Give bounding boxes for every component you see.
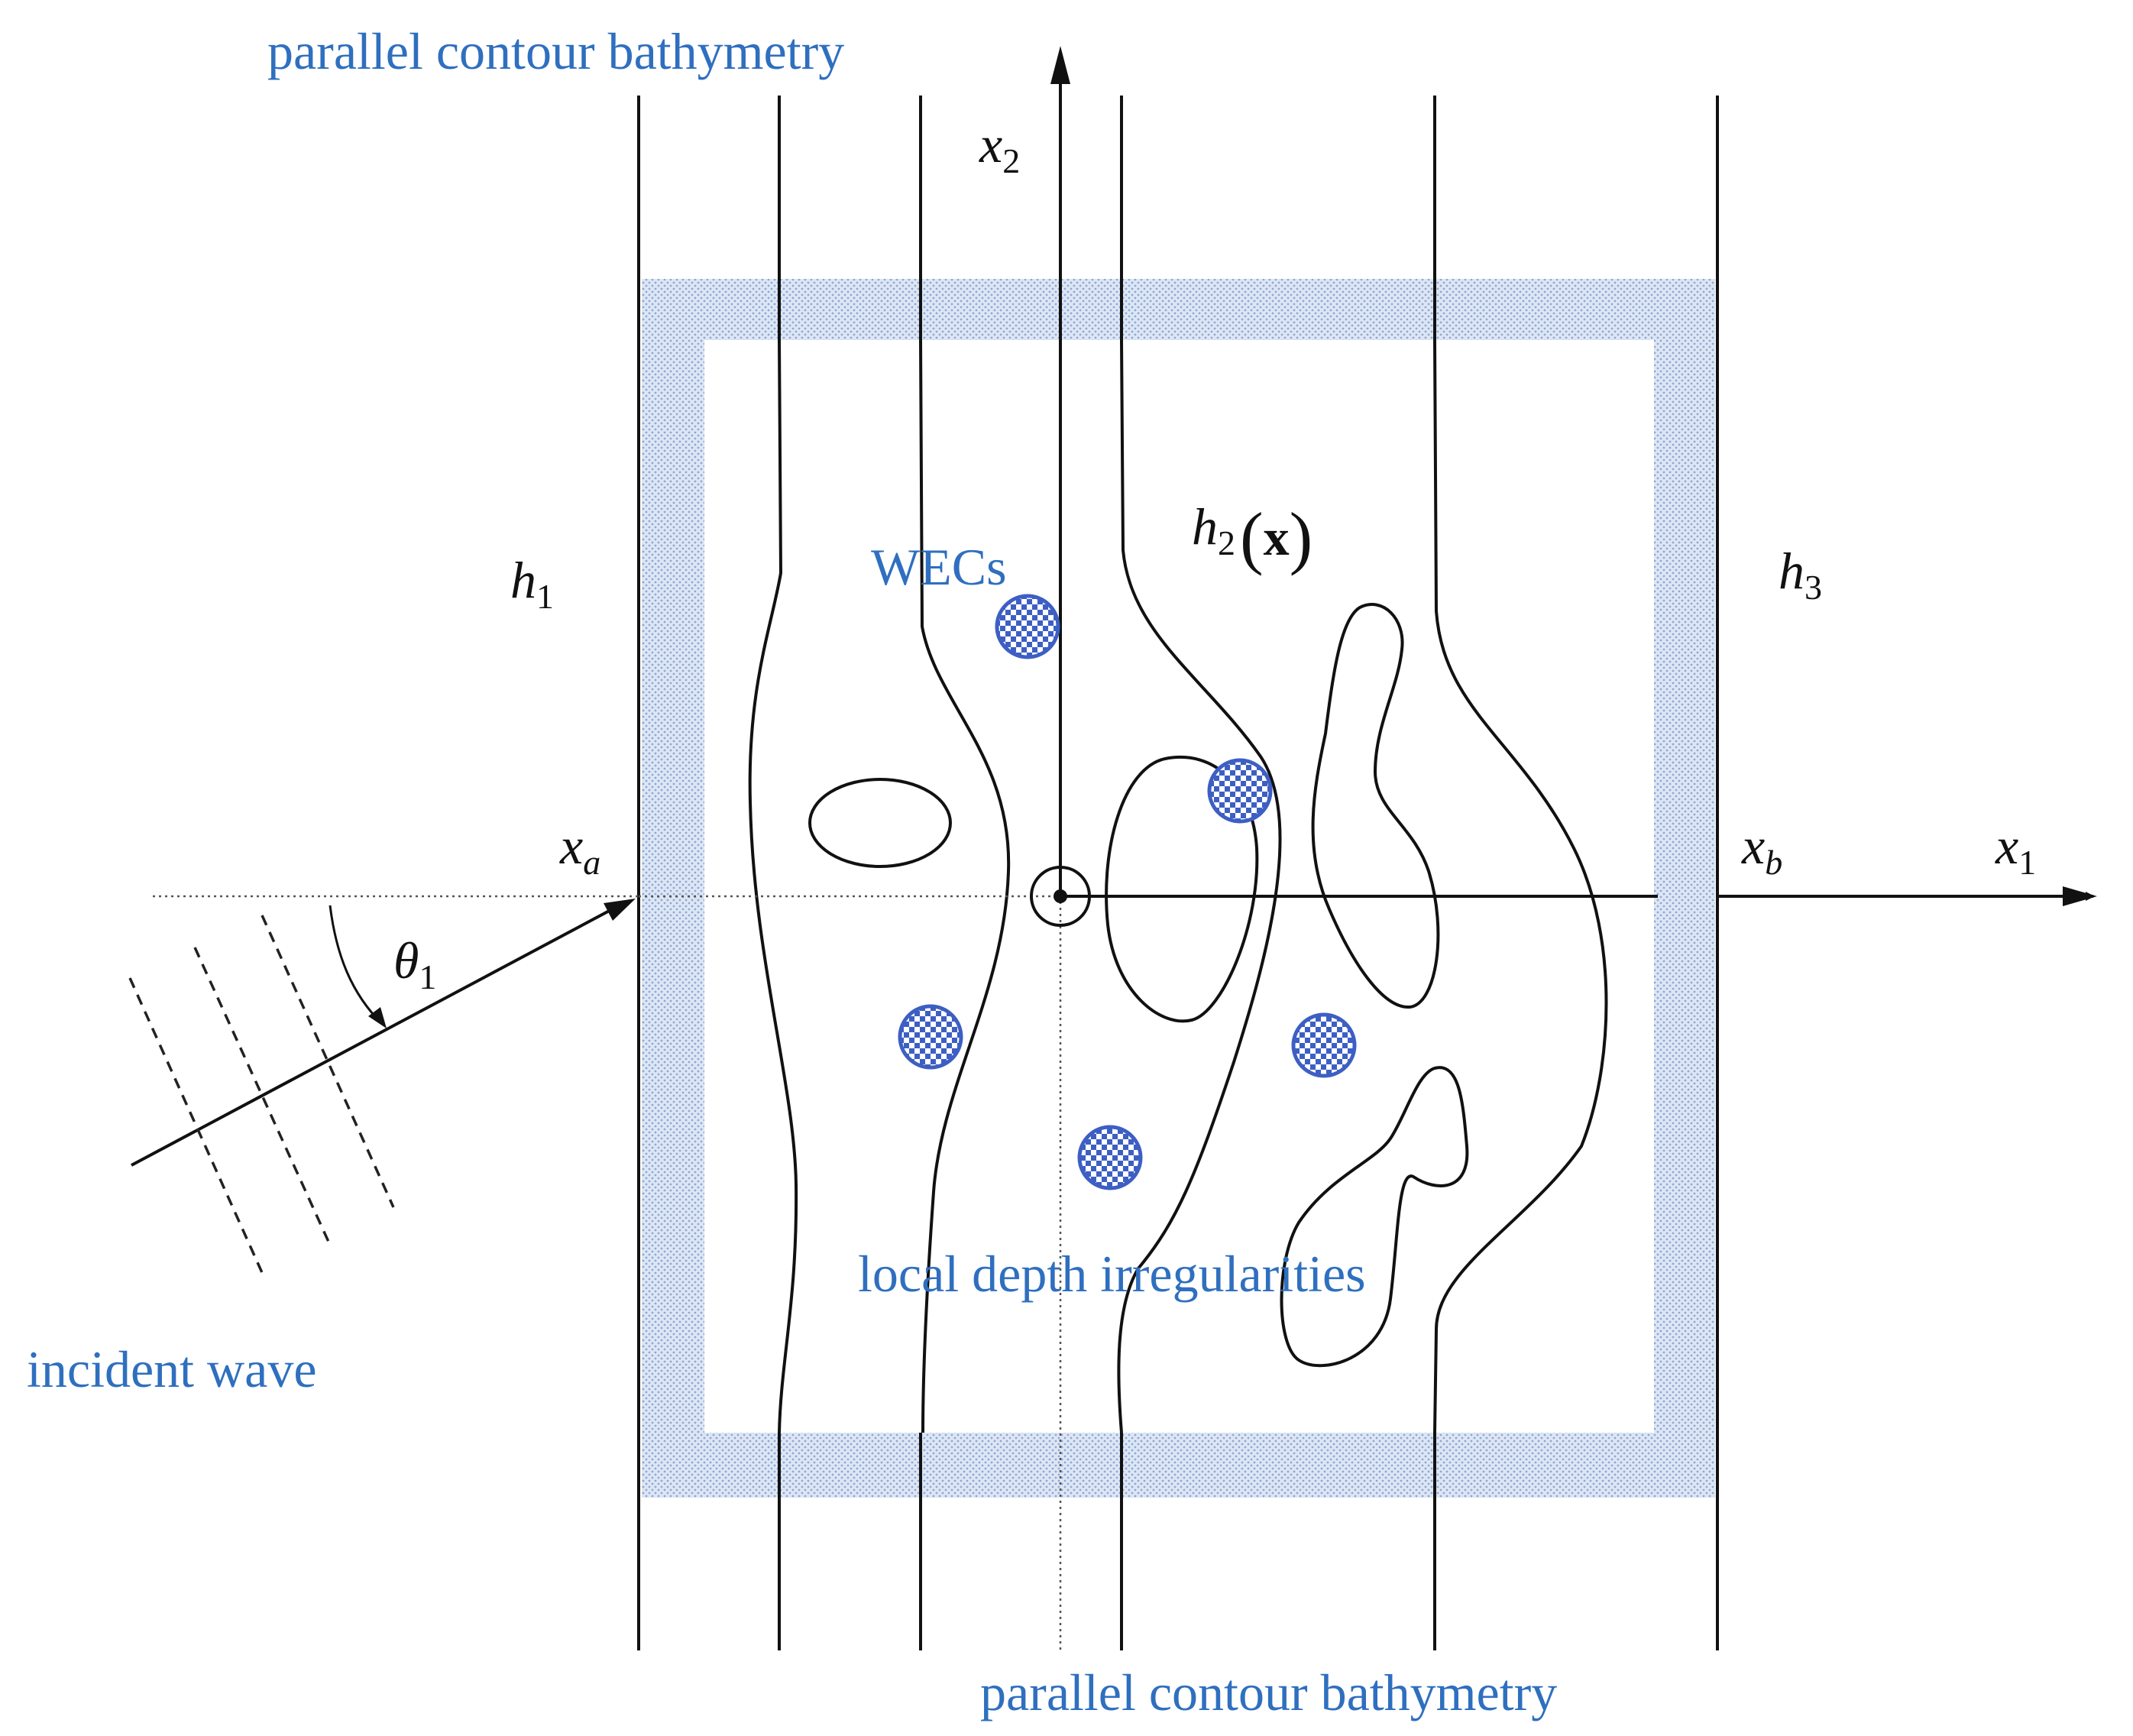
wec-marker: [1291, 1012, 1357, 1078]
h1-label: h1: [510, 551, 554, 616]
wave-crest-1: [128, 977, 265, 1277]
theta-arc: [329, 905, 384, 1025]
wec-marker: [1077, 1125, 1143, 1190]
h2-label: h2(x): [1192, 497, 1312, 576]
wave-crest-3: [261, 915, 395, 1208]
origin-circle-icon: [1030, 866, 1091, 927]
irregularities-label: local depth irregularities: [858, 1245, 1366, 1303]
math-labels: x2 x1 xa xb h1 h3 h2(x) θ1: [393, 115, 2036, 996]
theta1-label: θ1: [393, 931, 436, 996]
h3-label: h3: [1779, 542, 1822, 607]
parallel-contours: [637, 96, 1719, 1650]
coordinate-axes: [1030, 46, 2097, 927]
wec-marker: [995, 594, 1060, 659]
reference-lines: [153, 895, 1062, 1650]
incident-wave-label: incident wave: [27, 1340, 317, 1398]
origin-dot-icon: [1054, 889, 1067, 903]
wec-marker: [898, 1004, 963, 1070]
blue-labels: parallel contour bathymetry parallel con…: [27, 22, 1557, 1721]
xa-label: xa: [559, 817, 600, 882]
theta-arc-arrowhead-icon: [368, 1007, 387, 1028]
computational-domain-frame: [642, 279, 1715, 1498]
top-title: parallel contour bathymetry: [267, 22, 844, 80]
wecs-label: WECs: [871, 538, 1007, 596]
x1-label: x1: [1995, 817, 2036, 882]
incident-wave-arrow: [131, 900, 627, 1167]
incident-wave: [128, 899, 636, 1277]
incident-wave-arrowhead-icon: [604, 899, 636, 921]
bottom-title: parallel contour bathymetry: [980, 1663, 1557, 1721]
wec-markers: [898, 594, 1357, 1190]
wec-marker: [1207, 758, 1273, 824]
x2-label: x2: [979, 115, 1020, 180]
irregular-contours: [748, 339, 1608, 1433]
xb-label: xb: [1741, 817, 1782, 882]
